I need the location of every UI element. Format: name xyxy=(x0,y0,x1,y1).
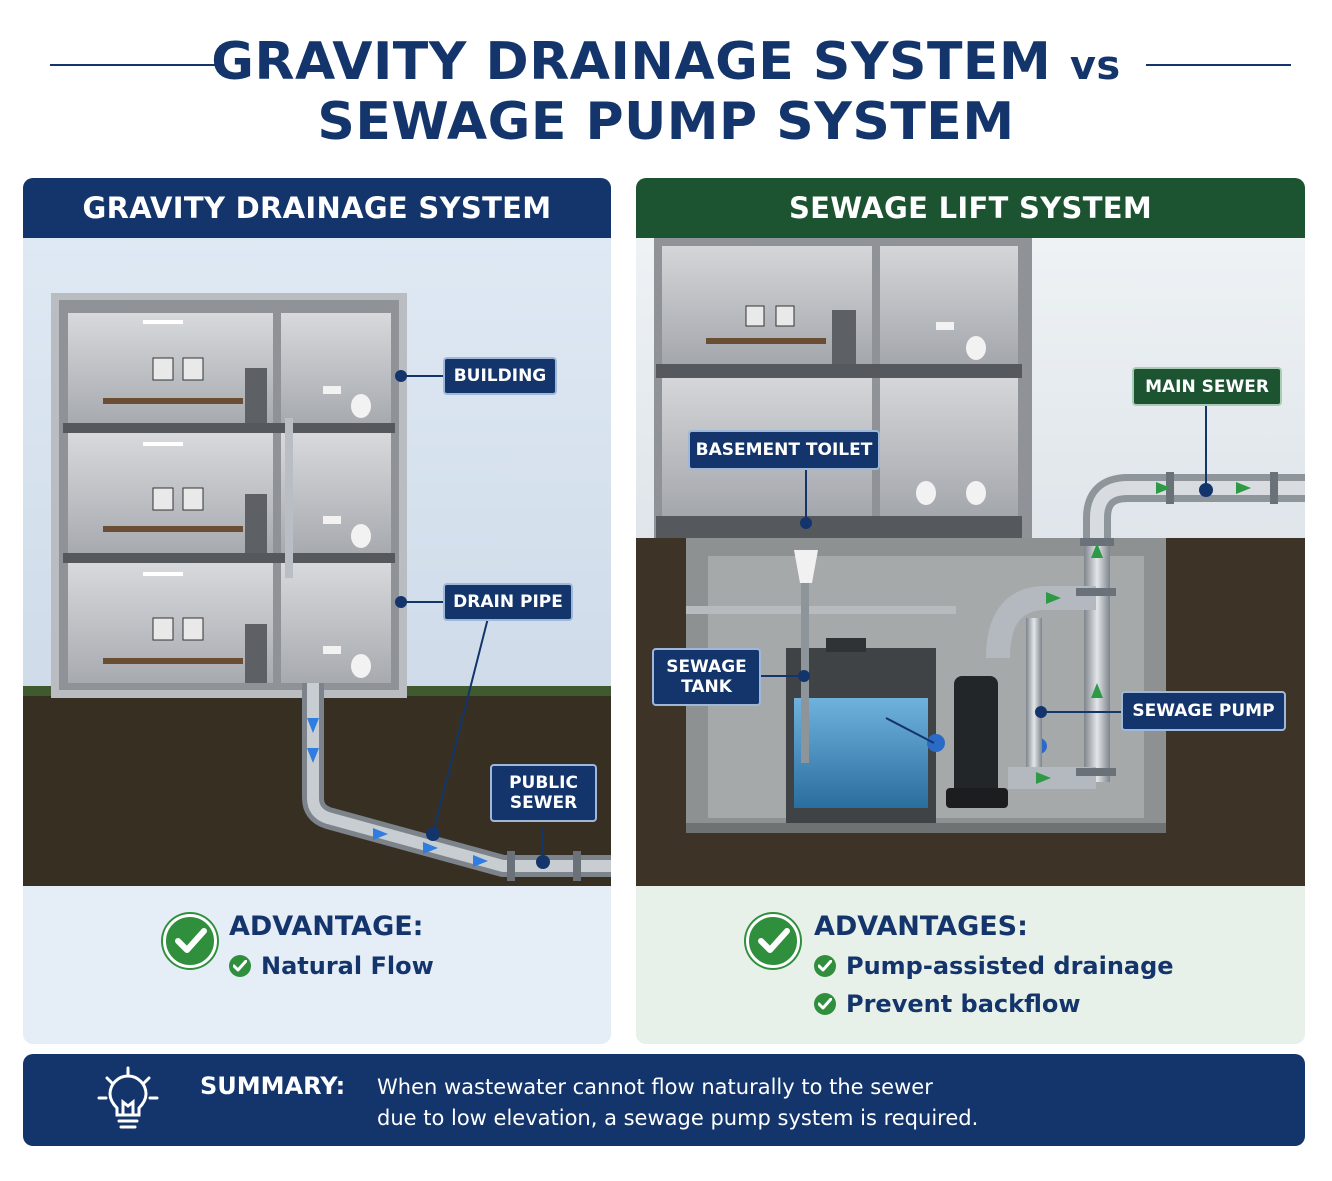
title-rule-right xyxy=(1146,64,1291,66)
lift-illustration xyxy=(636,238,1305,886)
page-title-line-1: GRAVITY DRAINAGE SYSTEM vs xyxy=(0,32,1332,92)
flow-arrow-icon xyxy=(307,718,488,867)
callout-connectors xyxy=(760,406,1213,744)
public-sewer-label-l1: PUBLIC xyxy=(509,773,578,793)
sewage-pump-callout: SEWAGE PUMP xyxy=(1121,691,1286,731)
lift-panel-header: SEWAGE LIFT SYSTEM xyxy=(636,178,1305,238)
building-floors xyxy=(63,313,395,683)
title-gravity: GRAVITY DRAINAGE SYSTEM xyxy=(211,32,1052,92)
lift-advantage-text-1: Pump-assisted drainage xyxy=(846,952,1174,980)
sewage-pump xyxy=(927,676,1047,808)
gravity-advantage-item: Natural Flow xyxy=(229,952,434,980)
summary-text: When wastewater cannot flow naturally to… xyxy=(377,1072,1077,1134)
check-circle-icon xyxy=(229,955,251,977)
basement-toilet xyxy=(794,550,818,583)
basement-toilet-callout: BASEMENT TOILET xyxy=(688,430,880,470)
summary-label: SUMMARY: xyxy=(200,1072,346,1100)
lift-advantage-item-2: Prevent backflow xyxy=(814,990,1081,1018)
check-circle-icon xyxy=(814,955,836,977)
callout-connectors xyxy=(395,370,550,869)
gravity-advantage-title: ADVANTAGE: xyxy=(229,911,424,942)
building-callout: BUILDING xyxy=(443,357,557,395)
check-circle-icon xyxy=(814,993,836,1015)
sewage-tank-callout: SEWAGE TANK xyxy=(652,648,761,706)
summary-line-1: When wastewater cannot flow naturally to… xyxy=(377,1075,933,1099)
lift-scene: MAIN SEWER BASEMENT TOILET SEWAGE TANK S… xyxy=(636,238,1305,886)
flow-arrow-icon xyxy=(1036,482,1251,784)
gravity-advantage-text: Natural Flow xyxy=(261,952,434,980)
sewage-tank-label-l2: TANK xyxy=(681,677,732,697)
main-sewer-callout: MAIN SEWER xyxy=(1132,367,1282,406)
public-sewer-label-l2: SEWER xyxy=(509,793,578,813)
gravity-scene: BUILDING DRAIN PIPE PUBLIC SEWER xyxy=(23,238,611,886)
lift-advantage-text-2: Prevent backflow xyxy=(846,990,1081,1018)
lift-advantage-item-1: Pump-assisted drainage xyxy=(814,952,1174,980)
page-title-line-2: SEWAGE PUMP SYSTEM xyxy=(317,92,1015,152)
gravity-panel: GRAVITY DRAINAGE SYSTEM xyxy=(23,178,611,1044)
building-rooms xyxy=(656,246,1022,538)
check-circle-icon xyxy=(163,914,217,968)
lift-advantage-title: ADVANTAGES: xyxy=(814,911,1028,942)
gravity-illustration xyxy=(23,238,611,886)
lift-panel: SEWAGE LIFT SYSTEM xyxy=(636,178,1305,1044)
summary-bar: SUMMARY: When wastewater cannot flow nat… xyxy=(23,1054,1305,1146)
title-rule-left xyxy=(50,64,222,66)
public-sewer-callout: PUBLIC SEWER xyxy=(490,764,597,822)
title-vs: vs xyxy=(1069,43,1121,89)
sewage-tank xyxy=(786,583,936,823)
summary-line-2: due to low elevation, a sewage pump syst… xyxy=(377,1106,979,1130)
gravity-advantages: ADVANTAGE: Natural Flow xyxy=(23,886,611,1044)
check-circle-icon xyxy=(746,914,800,968)
sewage-tank-label-l1: SEWAGE xyxy=(666,657,747,677)
riser-pipe xyxy=(986,472,1305,789)
drain-pipe xyxy=(302,683,611,881)
title-block: GRAVITY DRAINAGE SYSTEM vs SEWAGE PUMP S… xyxy=(0,30,1332,155)
lift-advantages: ADVANTAGES: Pump-assisted drainage Preve… xyxy=(636,886,1305,1044)
drain-pipe-callout: DRAIN PIPE xyxy=(443,583,573,621)
light-bulb-icon xyxy=(97,1066,159,1129)
gravity-panel-header: GRAVITY DRAINAGE SYSTEM xyxy=(23,178,611,238)
